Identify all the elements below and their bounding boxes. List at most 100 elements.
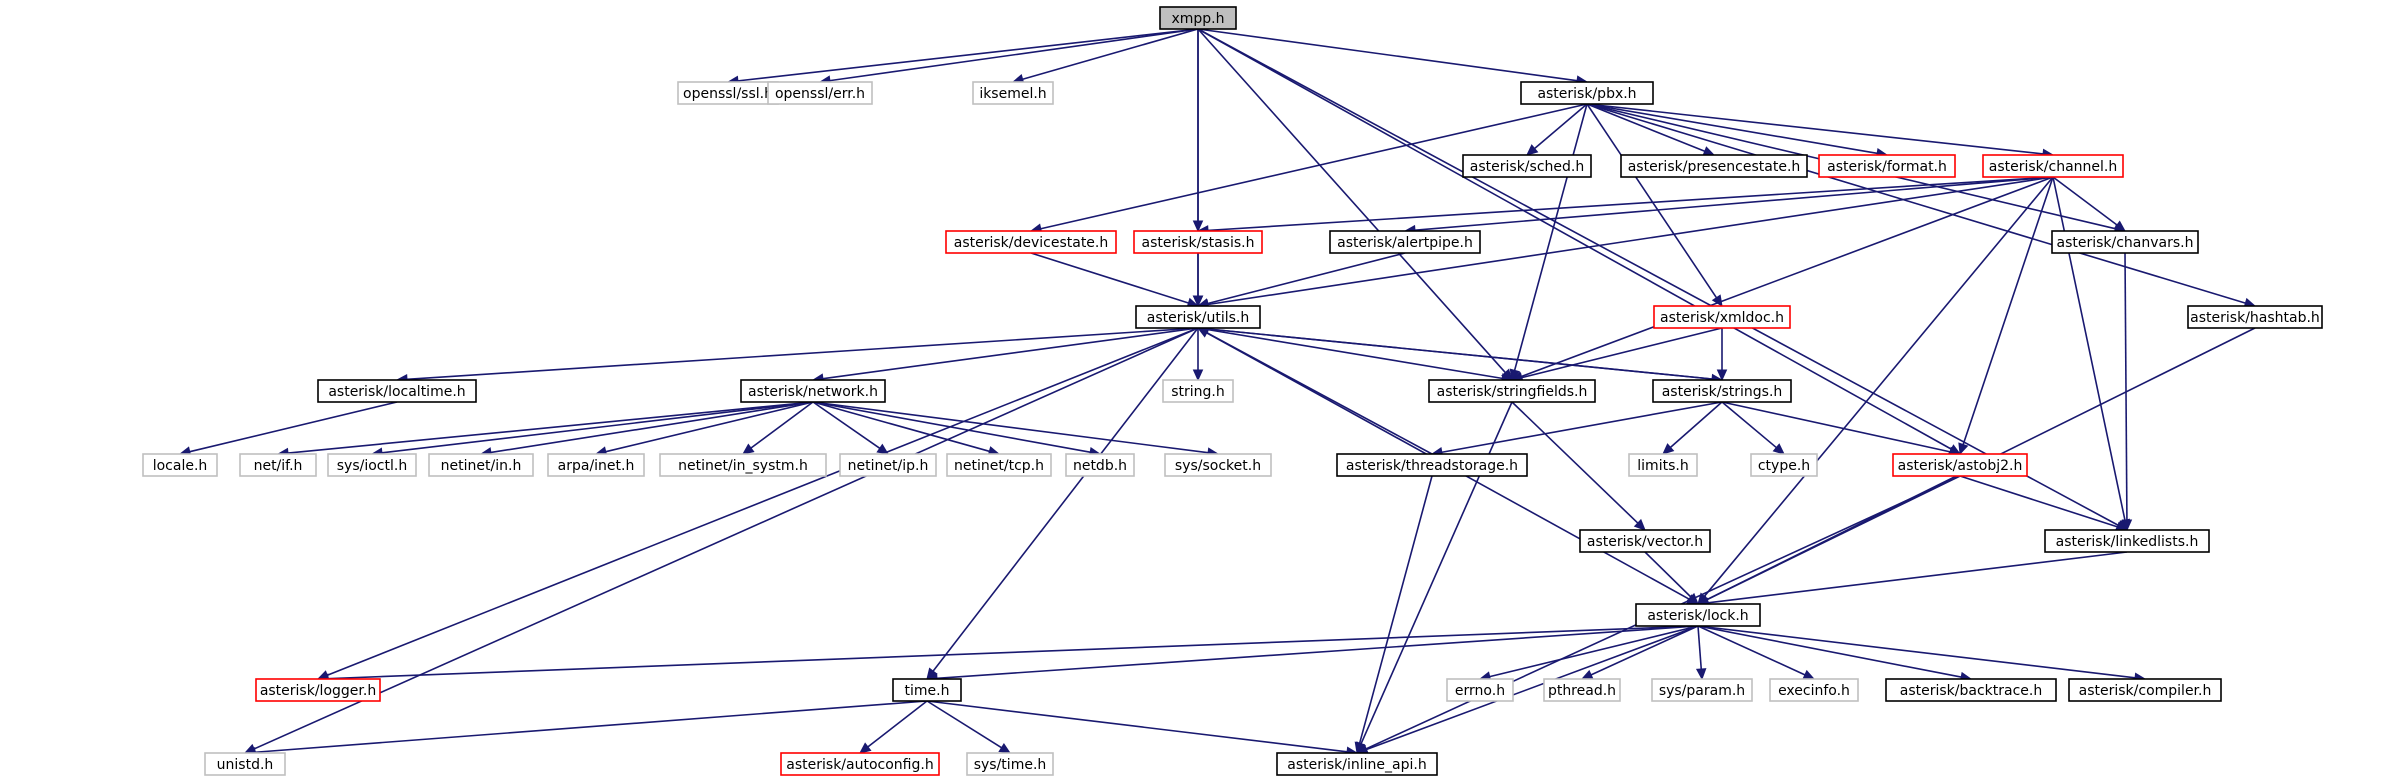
node-box [1579, 529, 1711, 553]
node-box [1892, 453, 2028, 477]
node-box [239, 453, 317, 477]
node-asterisk-format-h[interactable]: asterisk/format.h [1818, 154, 1956, 178]
edge-asterisk_lock_h-to-asterisk_backtrace_h [1697, 625, 1962, 678]
arrowhead-asterisk_lock_h-to-pthread_h [1580, 669, 1594, 680]
edge-asterisk_astobj2_h-to-asterisk_lock_h [1706, 475, 1961, 601]
node-asterisk-logger-h[interactable]: asterisk/logger.h [255, 678, 381, 702]
node-box [1133, 230, 1263, 254]
node-xmpp-h[interactable]: xmpp.h [1159, 6, 1237, 30]
node-asterisk-presencestate-h[interactable]: asterisk/presencestate.h [1620, 154, 1808, 178]
node-box [1982, 154, 2124, 178]
edge-asterisk_vector_h-to-asterisk_lock_h [1644, 551, 1692, 598]
node-box [1750, 453, 1818, 477]
node-asterisk-sched-h[interactable]: asterisk/sched.h [1462, 154, 1592, 178]
edge-asterisk_localtime_h-to-locale_h [189, 401, 398, 453]
edge-asterisk_channel_h-to-asterisk_chanvars_h [2052, 176, 2118, 226]
edge-xmpp_h-to-asterisk_astobj2_h [1197, 28, 1952, 450]
node-asterisk-stasis-h[interactable]: asterisk/stasis.h [1133, 230, 1263, 254]
node-label: asterisk/backtrace.h [1900, 683, 2042, 699]
node-asterisk-localtime-h[interactable]: asterisk/localtime.h [317, 379, 477, 403]
node-label: asterisk/linkedlists.h [2056, 534, 2199, 550]
node-asterisk-channel-h[interactable]: asterisk/channel.h [1982, 154, 2124, 178]
edge-asterisk_pbx_h-to-asterisk_stringfields_h [1513, 103, 1588, 371]
arrowhead-asterisk_strings_h-to-ctype_h [1772, 443, 1785, 455]
node-label: errno.h [1455, 683, 1505, 699]
node-label: netinet/in_systm.h [678, 458, 808, 474]
edge-asterisk_pbx_h-to-asterisk_xmldoc_h [1586, 103, 1718, 299]
node-errno-h: errno.h [1446, 678, 1514, 702]
node-asterisk-alertpipe-h[interactable]: asterisk/alertpipe.h [1329, 230, 1481, 254]
node-box [1543, 678, 1621, 702]
arrowhead-asterisk_pbx_h-to-asterisk_sched_h [1526, 144, 1539, 156]
arrowhead-asterisk_network_h-to-netinet_in_systm_h [742, 443, 755, 455]
node-box [1159, 6, 1237, 30]
node-asterisk-utils-h[interactable]: asterisk/utils.h [1135, 305, 1261, 329]
node-label: asterisk/localtime.h [328, 384, 465, 400]
edge-asterisk_network_h-to-netinet_tcp_h [812, 401, 990, 453]
node-box [2068, 678, 2222, 702]
node-asterisk-xmldoc-h[interactable]: asterisk/xmldoc.h [1653, 305, 1791, 329]
node-asterisk-backtrace-h[interactable]: asterisk/backtrace.h [1885, 678, 2057, 702]
node-asterisk-linkedlists-h[interactable]: asterisk/linkedlists.h [2044, 529, 2210, 553]
node-label: asterisk/chanvars.h [2057, 235, 2194, 251]
node-asterisk-strings-h[interactable]: asterisk/strings.h [1652, 379, 1792, 403]
edge-xmpp_h-to-openssl_ssl_h [737, 28, 1199, 82]
edge-xmpp_h-to-iksemel_h [1022, 28, 1199, 81]
node-box [1652, 379, 1792, 403]
node-label: asterisk/astobj2.h [1898, 458, 2023, 474]
node-label: locale.h [153, 458, 208, 474]
node-label: ctype.h [1758, 458, 1810, 474]
node-asterisk-network-h[interactable]: asterisk/network.h [740, 379, 886, 403]
node-asterisk-devicestate-h[interactable]: asterisk/devicestate.h [945, 230, 1117, 254]
node-sys-time-h: sys/time.h [966, 752, 1054, 776]
edge-xmpp_h-to-asterisk_pbx_h [1197, 28, 1578, 82]
node-box [317, 379, 477, 403]
node-box [1651, 678, 1753, 702]
node-asterisk-chanvars-h[interactable]: asterisk/chanvars.h [2051, 230, 2199, 254]
node-box [1446, 678, 1514, 702]
edge-asterisk_network_h-to-net_if_h [287, 401, 814, 454]
node-openssl-ssl-h: openssl/ssl.h [677, 81, 779, 105]
node-asterisk-astobj2-h[interactable]: asterisk/astobj2.h [1892, 453, 2028, 477]
node-box [327, 453, 417, 477]
node-label: arpa/inet.h [558, 458, 635, 474]
edge-asterisk_utils_h-to-asterisk_logger_h [326, 327, 1199, 677]
arrowhead-asterisk_lock_h-to-sys_param_h [1695, 668, 1707, 681]
node-label: asterisk/utils.h [1147, 310, 1250, 326]
node-label: asterisk/lock.h [1647, 608, 1748, 624]
node-box [1276, 752, 1438, 776]
node-asterisk-pbx-h[interactable]: asterisk/pbx.h [1520, 81, 1654, 105]
node-box [1635, 603, 1761, 627]
edge-asterisk_pbx_h-to-asterisk_hashtab_h [1586, 103, 2246, 304]
edge-time_h-to-unistd_h [254, 700, 928, 754]
node-asterisk-stringfields-h[interactable]: asterisk/stringfields.h [1428, 379, 1596, 403]
arrowhead-asterisk_lock_h-to-execinfo_h [1802, 669, 1816, 680]
node-box [1336, 453, 1528, 477]
node-box [1162, 379, 1234, 403]
node-label: openssl/err.h [775, 86, 865, 102]
edge-asterisk_channel_h-to-asterisk_lock_h [1703, 176, 2054, 597]
node-label: netinet/tcp.h [954, 458, 1044, 474]
node-box [966, 752, 1054, 776]
node-iksemel-h: iksemel.h [972, 81, 1054, 105]
edge-asterisk_channel_h-to-asterisk_linkedlists_h [2052, 176, 2126, 521]
node-asterisk-lock-h[interactable]: asterisk/lock.h [1635, 603, 1761, 627]
node-string-h: string.h [1162, 379, 1234, 403]
node-asterisk-vector-h[interactable]: asterisk/vector.h [1579, 529, 1711, 553]
node-box [945, 230, 1117, 254]
node-asterisk-compiler-h[interactable]: asterisk/compiler.h [2068, 678, 2222, 702]
arrowhead-asterisk_network_h-to-netinet_ip_h [876, 443, 890, 455]
node-box [1620, 154, 1808, 178]
node-asterisk-threadstorage-h[interactable]: asterisk/threadstorage.h [1336, 453, 1528, 477]
node-asterisk-autoconfig-h[interactable]: asterisk/autoconfig.h [780, 752, 940, 776]
node-label: unistd.h [217, 757, 274, 773]
node-asterisk-inline-api-h[interactable]: asterisk/inline_api.h [1276, 752, 1438, 776]
edge-asterisk_network_h-to-sys_socket_h [812, 401, 1209, 454]
node-asterisk-hashtab-h[interactable]: asterisk/hashtab.h [2187, 305, 2323, 329]
node-label: asterisk/hashtab.h [2190, 310, 2320, 326]
edge-asterisk_pbx_h-to-asterisk_presencestate_h [1586, 103, 1706, 153]
node-time-h[interactable]: time.h [892, 678, 962, 702]
node-unistd-h: unistd.h [204, 752, 286, 776]
node-label: asterisk/compiler.h [2079, 683, 2212, 699]
